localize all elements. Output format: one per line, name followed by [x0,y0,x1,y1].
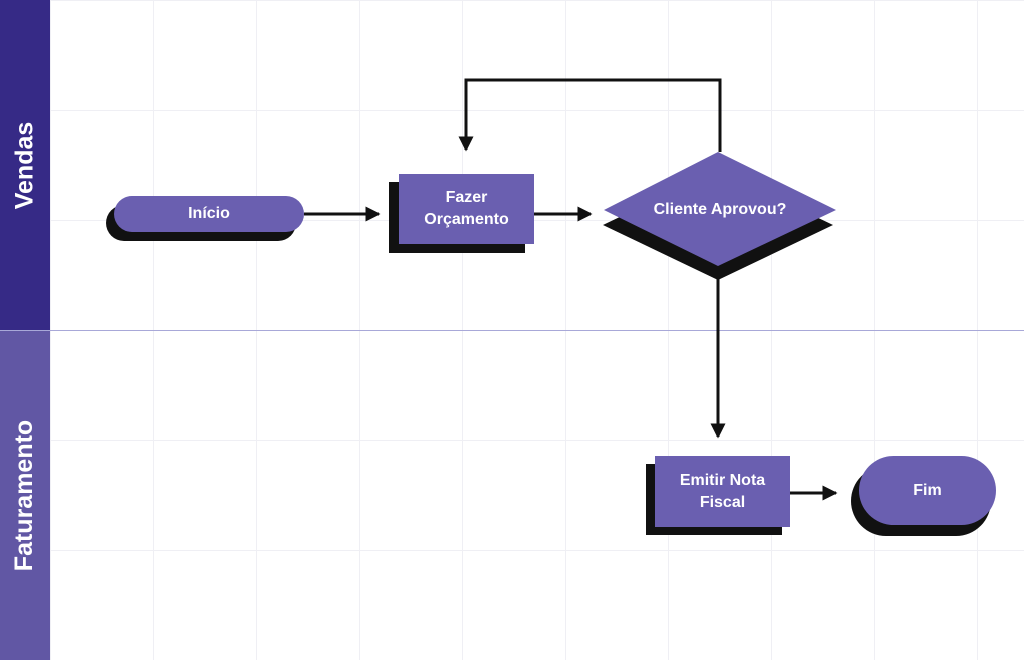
node-fim-text: Fim [913,481,942,499]
node-cliente-aprovou[interactable] [603,152,836,280]
node-inicio-label: Início [114,196,304,232]
node-cliente-aprovou-shape [604,152,836,266]
node-cliente-aprovou-label: Cliente Aprovou? [604,190,836,230]
lane-header-vendas: Vendas [0,0,50,330]
node-emitir-nota-fiscal-label: Emitir Nota Fiscal [655,456,790,527]
lane-divider [0,330,1024,331]
node-cliente-aprovou-text: Cliente Aprovou? [653,201,787,218]
node-emitir-nota-fiscal-shape [655,456,790,527]
node-inicio[interactable] [106,196,304,241]
node-fazer-orcamento-text-line1: Fazer [445,189,488,206]
node-fim-shape [859,456,996,525]
node-fazer-orcamento[interactable] [389,174,534,253]
node-emitir-nota-fiscal-text-line2: Fiscal [699,493,746,511]
node-fazer-orcamento-shape [399,174,534,244]
node-fim-label: Fim [859,456,996,525]
node-emitir-nota-fiscal[interactable] [646,456,790,535]
node-fazer-orcamento-text-line2: Orçamento [424,211,509,228]
node-fim[interactable] [851,456,996,536]
node-emitir-nota-fiscal-text-line1: Emitir Nota [679,471,766,489]
node-inicio-text: Início [188,205,230,222]
lane-header-faturamento: Faturamento [0,331,50,660]
node-inicio-shape [114,196,304,232]
node-fazer-orcamento-label: Fazer Orçamento [399,174,534,244]
connector-decisao-loop-back [458,78,722,152]
